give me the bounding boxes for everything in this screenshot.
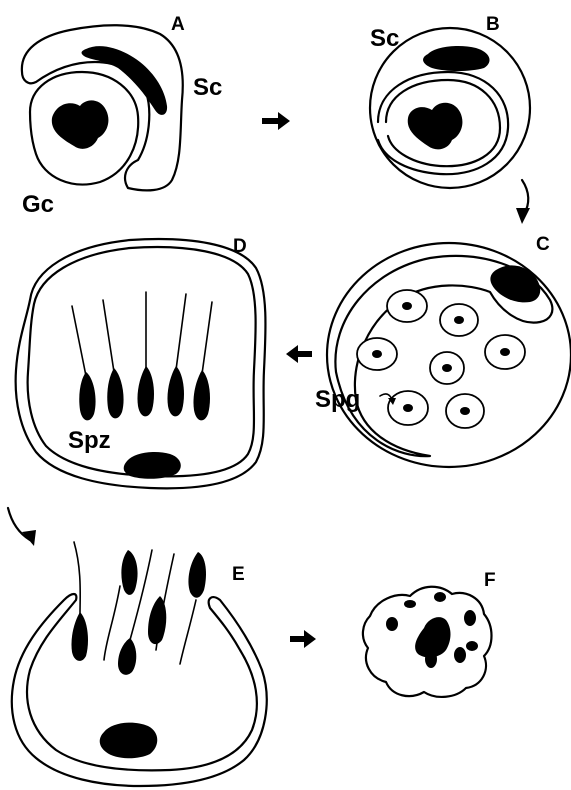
e-head-5 — [188, 552, 206, 598]
arrow-e-to-f — [290, 630, 316, 648]
sertoli-nucleus-b — [423, 46, 489, 71]
residual-fragment-3 — [386, 617, 398, 631]
label-spz: Spz — [68, 427, 111, 454]
stage-c: C Spg — [315, 234, 571, 467]
stage-b: B Sc — [370, 14, 530, 188]
panel-label-b: B — [486, 14, 500, 35]
e-head-2 — [121, 550, 137, 595]
panel-label-c: C — [536, 234, 550, 255]
arrow-b-to-c-head — [516, 208, 530, 224]
spermatozoon-tail-1 — [72, 306, 86, 376]
e-head-4 — [148, 596, 166, 644]
sertoli-nucleus-c — [490, 265, 540, 302]
residual-fragment-2 — [434, 592, 446, 602]
residual-fragment-1 — [404, 600, 416, 608]
label-gc: Gc — [22, 191, 54, 218]
spermatozoa-group-e — [71, 542, 206, 675]
spermatogonium-nucleus-6 — [403, 404, 413, 412]
spermatogonium-nucleus-7 — [460, 407, 470, 415]
panel-label-a: A — [171, 14, 185, 35]
e-tail-2 — [104, 586, 120, 660]
e-tail-5 — [180, 600, 196, 664]
residual-fragment-4 — [464, 610, 476, 626]
spermatozoon-head-2 — [107, 368, 123, 418]
spermatogonia-group — [357, 290, 525, 428]
panel-label-e: E — [232, 564, 245, 585]
spermatozoon-tail-4 — [176, 294, 186, 370]
arrow-c-to-d — [286, 345, 312, 363]
sertoli-nucleus-d — [124, 452, 181, 479]
panel-label-f: F — [484, 570, 496, 591]
stage-a: A Sc Gc — [22, 14, 222, 218]
label-spg: Spg — [315, 386, 360, 413]
spermatozoon-head-3 — [137, 366, 154, 416]
arrow-d-to-e-head — [22, 530, 36, 546]
e-tail-1 — [74, 542, 80, 614]
stage-e: E — [12, 542, 267, 786]
spermatogonium-nucleus-1 — [402, 302, 412, 310]
stage-f: F — [363, 570, 496, 697]
label-sc-b: Sc — [370, 25, 399, 52]
spermatozoon-tail-5 — [202, 302, 212, 374]
residual-fragment-5 — [466, 641, 478, 651]
sertoli-nucleus-e — [100, 723, 158, 759]
spermatogonium-nucleus-4 — [442, 364, 452, 372]
arrow-a-to-b — [262, 112, 290, 130]
label-sc-a: Sc — [193, 74, 222, 101]
panel-label-d: D — [233, 236, 247, 257]
e-head-1 — [71, 612, 88, 661]
spermatozoa-group-d — [72, 292, 212, 420]
spermatogonium-nucleus-2 — [454, 316, 464, 324]
germ-nucleus-a — [52, 100, 109, 148]
germ-nucleus-b — [408, 103, 463, 150]
spermatogonium-nucleus-3 — [372, 350, 382, 358]
residual-fragment-7 — [454, 647, 466, 663]
spermatogonium-nucleus-5 — [500, 348, 510, 356]
residual-fragment-6 — [425, 650, 437, 668]
spermatozoon-tail-2 — [103, 300, 114, 372]
e-head-3 — [118, 638, 136, 675]
inner-membrane-d — [28, 247, 256, 476]
spermatozoon-head-4 — [167, 366, 184, 416]
spermatozoon-head-1 — [79, 372, 95, 420]
stage-d: D Spz — [16, 236, 266, 488]
spermatozoon-head-5 — [193, 370, 210, 420]
